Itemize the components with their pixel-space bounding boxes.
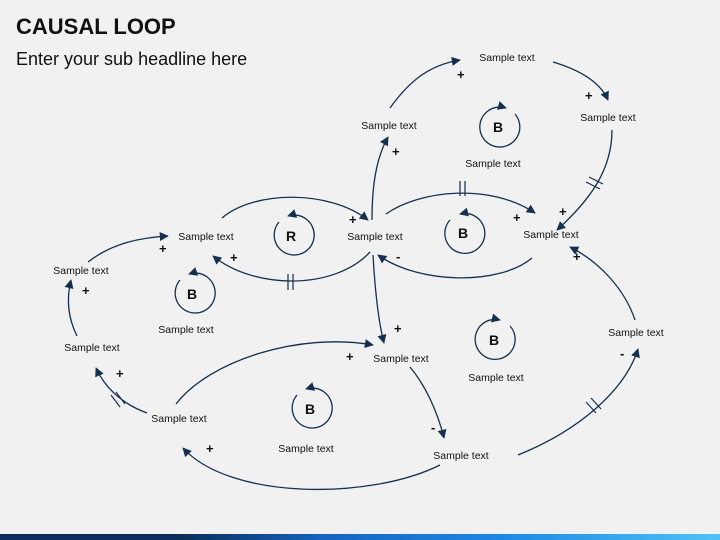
svg-text:Sample text: Sample text bbox=[468, 372, 524, 384]
edge-top-to-top-right bbox=[552, 61, 609, 101]
polarity-sign: - bbox=[431, 420, 435, 435]
node-far-left: Sample text bbox=[53, 265, 109, 277]
node-upper-mid: Sample text bbox=[361, 120, 417, 132]
svg-text:Sample text: Sample text bbox=[465, 158, 521, 170]
polarity-sign: + bbox=[349, 212, 357, 227]
edge-center-to-right bbox=[385, 192, 536, 215]
polarity-sign: + bbox=[230, 250, 238, 265]
edge-center-to-upper bbox=[371, 136, 389, 221]
edge-bottomcenter-to-bottomleft bbox=[182, 447, 441, 491]
node-top-right: Sample text bbox=[580, 112, 636, 124]
delay-mark-center-left bbox=[287, 274, 294, 290]
svg-text:B: B bbox=[187, 286, 197, 302]
svg-text:Sample text: Sample text bbox=[158, 324, 214, 336]
polarity-sign: + bbox=[394, 321, 402, 336]
delay-mark-lower-right bbox=[585, 397, 602, 414]
svg-text:B: B bbox=[489, 332, 499, 348]
edge-midlower-to-bottomcenter bbox=[409, 366, 447, 439]
edge-rightlower-to-right bbox=[569, 246, 636, 321]
polarity-sign: + bbox=[513, 210, 521, 225]
edge-leftmid-to-center bbox=[221, 196, 369, 221]
polarity-sign: + bbox=[206, 441, 214, 456]
polarity-sign: + bbox=[392, 144, 400, 159]
node-center: Sample text bbox=[347, 231, 403, 243]
node-right-lower: Sample text bbox=[608, 327, 664, 339]
loop-indicator-right-lower: B Sample text bbox=[468, 313, 524, 384]
polarity-sign: - bbox=[396, 249, 400, 264]
polarity-sign: + bbox=[159, 241, 167, 256]
edge-farleft-to-leftmid bbox=[87, 231, 169, 263]
loop-indicator-bottom: B Sample text bbox=[278, 382, 334, 455]
polarity-sign: + bbox=[573, 249, 581, 264]
bottom-accent-bar bbox=[0, 534, 720, 540]
node-top: Sample text bbox=[479, 52, 535, 64]
edge-leftlower-to-farleft bbox=[64, 279, 78, 337]
svg-text:B: B bbox=[458, 225, 468, 241]
node-bottom-left: Sample text bbox=[151, 413, 207, 425]
node-bottom-center: Sample text bbox=[433, 450, 489, 462]
edge-upper-to-top bbox=[389, 56, 461, 109]
polarity-sign: + bbox=[585, 88, 593, 103]
polarity-sign: + bbox=[346, 349, 354, 364]
node-right: Sample text bbox=[523, 229, 579, 241]
polarity-sign: + bbox=[82, 283, 90, 298]
edge-center-to-midlower bbox=[372, 254, 387, 344]
edge-bottomleft-to-leftlower bbox=[95, 367, 148, 414]
polarity-sign: - bbox=[620, 346, 624, 361]
polarity-sign: + bbox=[457, 67, 465, 82]
loop-indicator-top: B Sample text bbox=[465, 101, 521, 170]
loop-indicator-left: B Sample text bbox=[158, 267, 216, 336]
page-title: CAUSAL LOOP bbox=[16, 14, 176, 39]
edge-bottomcenter-to-rightlower bbox=[517, 348, 640, 456]
edge-right-to-center bbox=[377, 254, 533, 279]
edge-top-right-to-right bbox=[556, 129, 613, 231]
polarity-sign: + bbox=[559, 204, 567, 219]
edge-center-to-leftmid bbox=[212, 251, 371, 282]
node-left-lower: Sample text bbox=[64, 342, 120, 354]
svg-text:B: B bbox=[305, 401, 315, 417]
page-subtitle: Enter your sub headline here bbox=[16, 49, 248, 69]
polarity-sign: + bbox=[116, 366, 124, 381]
node-mid-lower: Sample text bbox=[373, 353, 429, 365]
loop-indicator-reinforcing: R bbox=[273, 209, 315, 256]
edge-bottomleft-to-midlower bbox=[175, 339, 374, 405]
delay-mark-upper-right bbox=[585, 176, 604, 190]
loop-indicator-center-right: B bbox=[444, 207, 486, 254]
svg-text:B: B bbox=[493, 119, 503, 135]
delay-mark-center-right bbox=[459, 181, 466, 196]
svg-text:R: R bbox=[286, 228, 296, 244]
svg-text:Sample text: Sample text bbox=[278, 443, 334, 455]
delay-mark-lower-left bbox=[110, 391, 126, 408]
node-left-mid: Sample text bbox=[178, 231, 234, 243]
